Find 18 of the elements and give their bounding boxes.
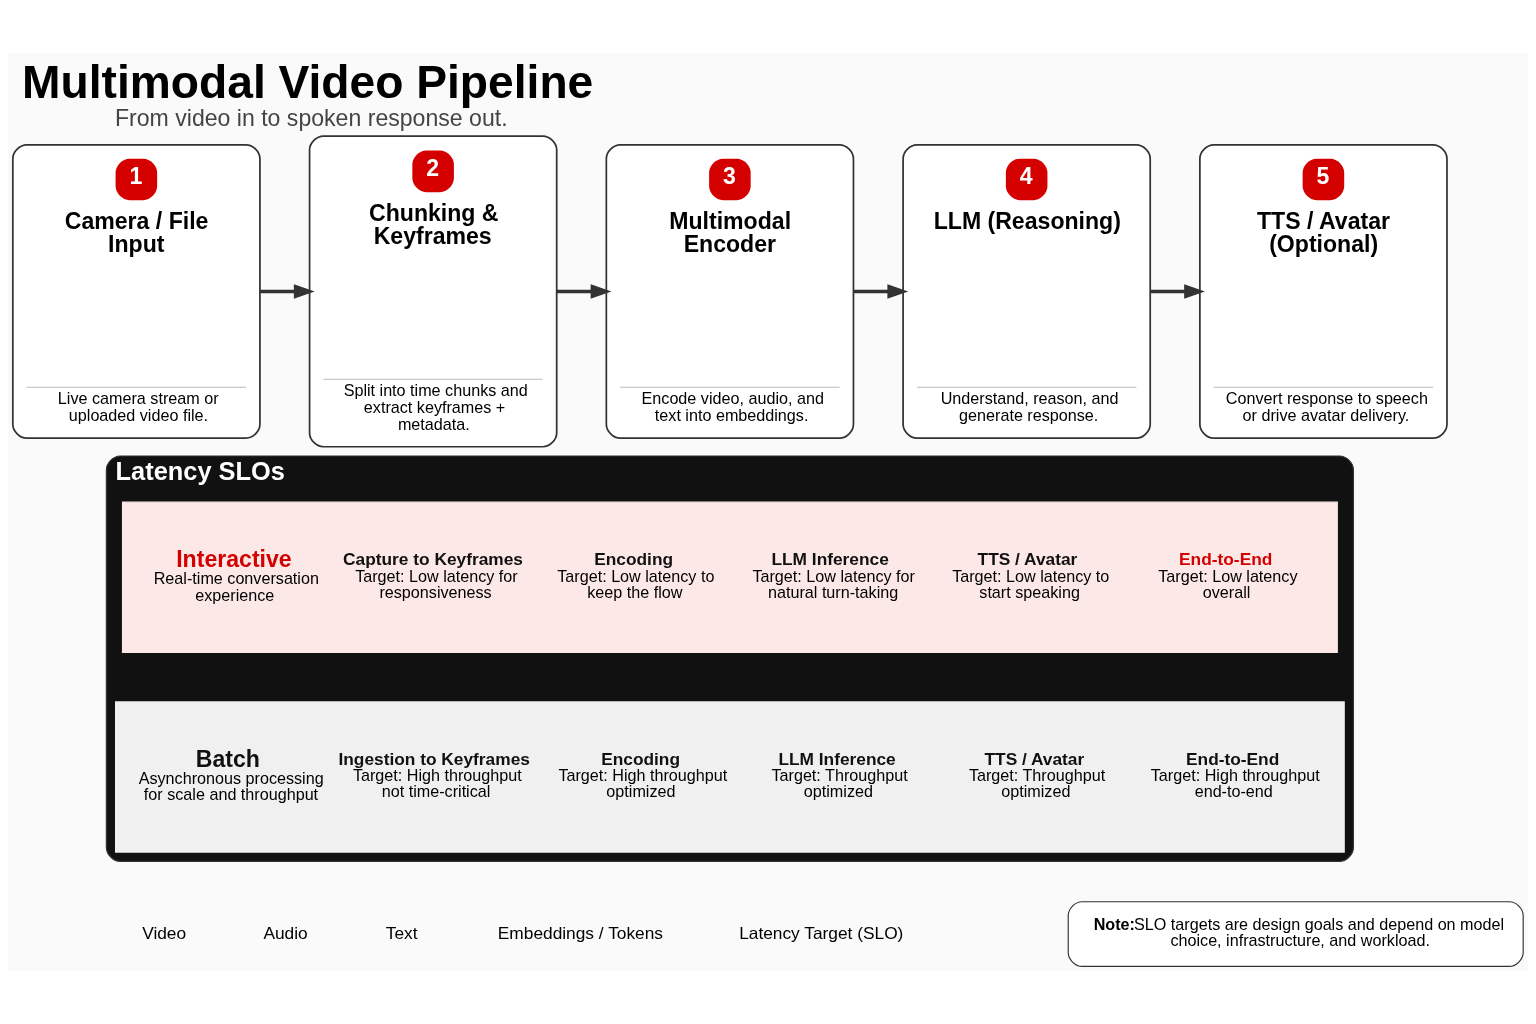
- arrow: [260, 284, 315, 299]
- legend-label: Embeddings / Tokens: [497, 922, 664, 943]
- node-box: 1 Camera / File Input Live camera stream or uploaded video file.: [11, 143, 261, 439]
- node-box: Interactive Real-time conversation experience Capture to Keyframes Target: Low latency for responsiveness Encoding Target: Low latency to keep the flow LLM Inference Target: Low latency for natural turn-taking TTS / Avatar Target: Low latency to start speaking End-to-End Target: Low latency overall: [121, 501, 1338, 653]
- diagram-title: Multimodal Video Pipeline: [22, 56, 594, 109]
- node-box: Note:SLO targets are design goals and depend on model choice, infrastructure, and workload.: [1067, 901, 1524, 967]
- node-box: 3 Multimodal Encoder Encode video, audio, and text into embeddings.: [605, 143, 855, 439]
- arrow: [556, 284, 612, 299]
- legend-label: Latency Target (SLO): [739, 922, 904, 943]
- node-box: 4 LLM (Reasoning) Understand, reason, and generate response.: [902, 143, 1152, 439]
- legend-label: Audio: [263, 922, 308, 943]
- node-box: 2 Chunking & Keyframes Split into time chunks and extract keyframes + metadata.: [308, 135, 558, 448]
- arrow: [853, 284, 909, 299]
- arrow: [1150, 284, 1205, 299]
- legend-label: Video: [142, 922, 187, 943]
- node-box: Batch Asynchronous processing for scale and throughput Ingestion to Keyframes Target: High throughput not time-critical Encoding Target: High throughput optimized LLM Inference Target: Throughput optimized TTS / Avatar Target: Throughput optimized End-to-End Target: High throughput end-to-end: [115, 701, 1345, 853]
- node-box: 5 TTS / Avatar (Optional) Convert response to speech or drive avatar delivery.: [1199, 143, 1448, 439]
- legend-label: Text: [385, 922, 418, 943]
